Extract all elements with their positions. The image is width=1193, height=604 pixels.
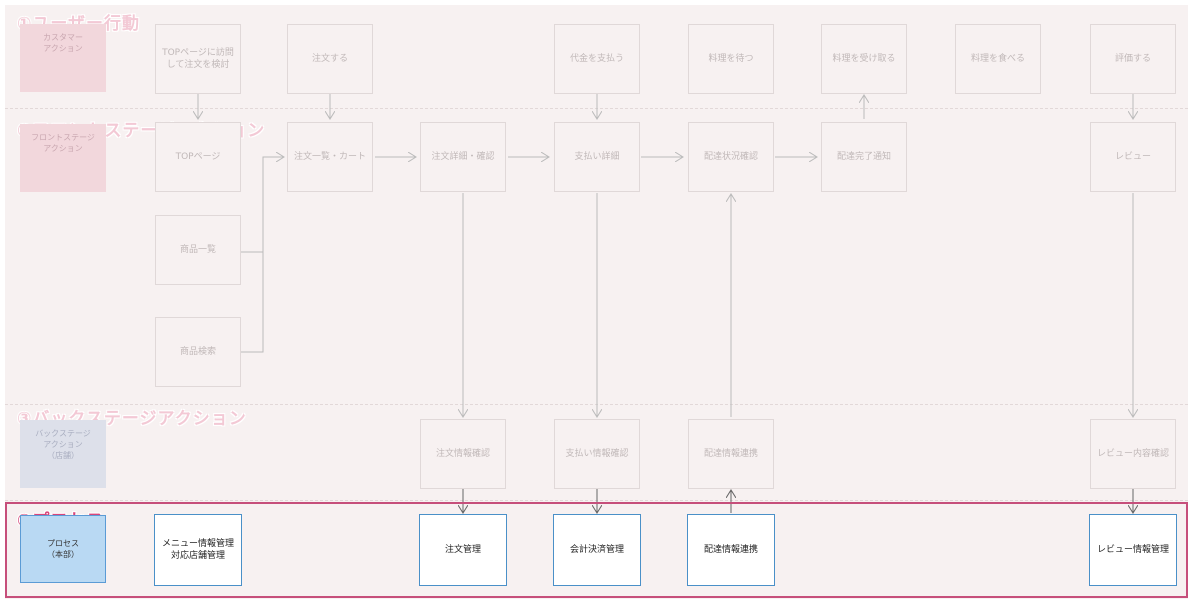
front-cart: 注文一覧・カート — [287, 122, 373, 192]
front-product-list: 商品一覧 — [155, 215, 241, 285]
user-action-visit: TOPページに訪問 して注文を検討 — [155, 24, 241, 94]
user-action-eat: 料理を食べる — [955, 24, 1041, 94]
process-lane-highlight — [5, 502, 1188, 598]
front-product-search: 商品検索 — [155, 317, 241, 387]
front-delivery-done: 配達完了通知 — [821, 122, 907, 192]
arrow-search-to-cart — [241, 157, 264, 353]
lane-label-back: バックステージ アクション （店舗） — [20, 420, 106, 488]
front-payment-detail: 支払い詳細 — [554, 122, 640, 192]
user-action-receive: 料理を受け取る — [821, 24, 907, 94]
user-action-order: 注文する — [287, 24, 373, 94]
process-delivery-link: 配達情報連携 — [687, 514, 775, 586]
front-top-page: TOPページ — [155, 122, 241, 192]
front-review: レビュー — [1090, 122, 1176, 192]
user-action-pay: 代金を支払う — [554, 24, 640, 94]
lane-label-process: プロセス （本部） — [20, 515, 106, 583]
process-menu-management: メニュー情報管理 対応店舗管理 — [154, 514, 242, 586]
process-order-management: 注文管理 — [419, 514, 507, 586]
back-payment-confirm: 支払い情報確認 — [554, 419, 640, 489]
back-review-confirm: レビュー内容確認 — [1090, 419, 1176, 489]
user-action-wait: 料理を待つ — [688, 24, 774, 94]
lane-label-front: フロントステージ アクション — [20, 124, 106, 192]
process-review-management: レビュー情報管理 — [1089, 514, 1177, 586]
back-delivery-link: 配達情報連携 — [688, 419, 774, 489]
user-action-rate: 評価する — [1090, 24, 1176, 94]
front-order-detail: 注文詳細・確認 — [420, 122, 506, 192]
back-order-confirm: 注文情報確認 — [420, 419, 506, 489]
lane-label-user: カスタマー アクション — [20, 24, 106, 92]
front-delivery-status: 配達状況確認 — [688, 122, 774, 192]
process-settlement-management: 会計決済管理 — [553, 514, 641, 586]
